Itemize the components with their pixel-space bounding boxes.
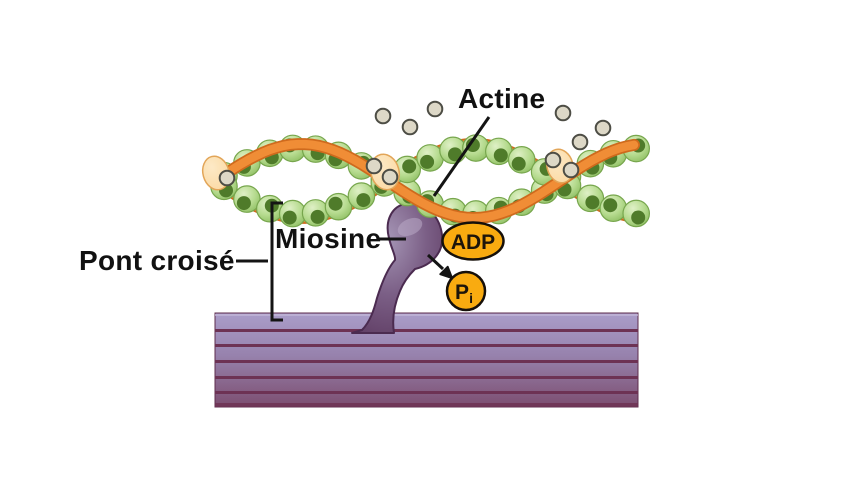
calcium-ion <box>562 161 580 179</box>
phosphate-molecule <box>445 270 487 312</box>
phosphate-label: Pi <box>455 281 473 306</box>
actin-nucleus <box>420 154 435 169</box>
actin-nucleus <box>631 210 646 225</box>
crossbridge-bracket <box>270 201 283 322</box>
adp-to-pi-arrow-shaft <box>426 253 445 271</box>
calcium-ion <box>381 168 399 186</box>
actin-nucleus <box>402 159 417 174</box>
annotations <box>236 116 491 322</box>
actin-nucleus <box>356 193 371 208</box>
actine-label: Actine <box>458 83 545 114</box>
calcium-ion <box>426 100 444 118</box>
adp-molecule <box>441 221 505 261</box>
calcium-ion <box>594 119 612 137</box>
actine-leader-line <box>432 116 491 197</box>
nucleotides: ADP Pi <box>441 221 505 312</box>
calcium-ions <box>218 100 612 187</box>
calcium-ion <box>544 151 562 169</box>
myosin-thick-filament <box>214 312 639 408</box>
actin-nucleus <box>511 156 526 171</box>
actin-nucleus <box>493 148 508 163</box>
calcium-ion <box>571 133 589 151</box>
myosin-head-highlight <box>397 217 423 237</box>
adp-label: ADP <box>451 231 495 254</box>
actin-nucleus <box>448 147 462 162</box>
text-labels: Actine Miosine Pont croisé <box>79 83 545 276</box>
adp-to-pi-arrow-head <box>439 265 453 279</box>
actin-nucleus <box>310 209 325 224</box>
actin-nucleus <box>236 196 251 211</box>
calcium-ion <box>218 169 236 187</box>
calcium-ion <box>401 118 419 136</box>
pont-croise-label: Pont croisé <box>79 245 235 276</box>
actin-nucleus <box>465 138 480 153</box>
actin-nucleus <box>603 198 618 213</box>
calcium-ion <box>374 107 392 125</box>
thick-filament-top-highlight <box>215 314 638 316</box>
thick-filament-stripes <box>215 329 638 407</box>
actin-nucleus <box>328 196 343 211</box>
miosine-label: Miosine <box>275 223 381 254</box>
actin-nucleus <box>282 210 297 225</box>
actin-nucleus <box>585 195 600 210</box>
calcium-ion <box>554 104 572 122</box>
calcium-ion <box>365 157 383 175</box>
